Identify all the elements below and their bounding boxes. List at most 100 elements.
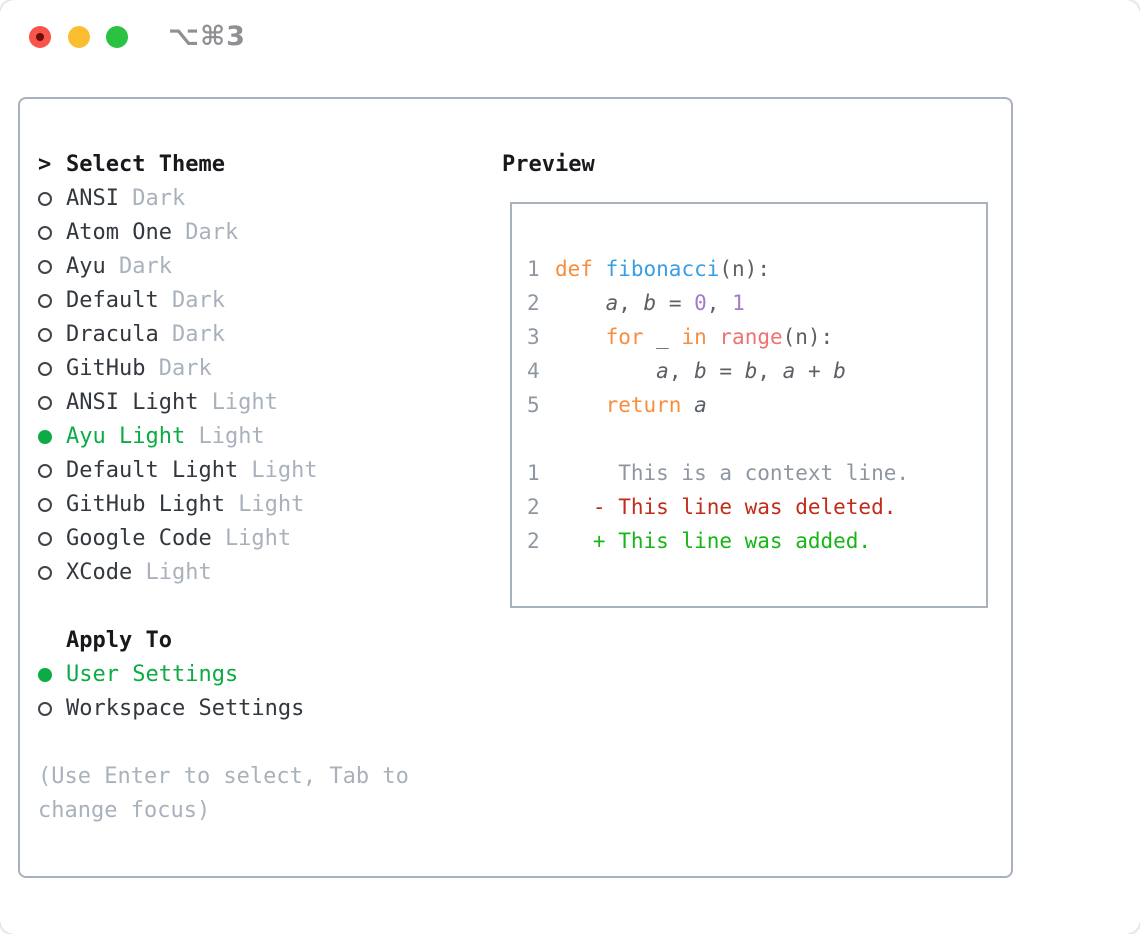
code-segment-var: b <box>643 291 657 315</box>
code-segment-pl <box>707 325 720 349</box>
code-line: 2 a, b = 0, 1 <box>527 286 986 320</box>
radio-gutter <box>38 430 66 444</box>
option-label: User Settings <box>66 662 239 687</box>
code-segment-var: a <box>782 359 796 383</box>
option-label: Workspace Settings <box>66 696 305 721</box>
code-segment-add: + This line was added. <box>555 529 872 553</box>
option-variant: Light <box>198 424 265 449</box>
option-label: ANSI <box>66 186 119 211</box>
theme-option-atom-one[interactable]: Atom One Dark <box>38 216 482 250</box>
spacer <box>38 590 482 624</box>
line-number: 1 <box>527 257 540 281</box>
code-segment-fn: fibonacci <box>605 257 720 281</box>
radio-icon <box>38 192 52 206</box>
select-theme-title: Select Theme <box>66 152 225 177</box>
code-segment-pl: _ <box>643 325 682 349</box>
theme-option-ansi[interactable]: ANSI Dark <box>38 182 482 216</box>
radio-icon <box>38 226 52 240</box>
code-segment-lit: 0 <box>694 291 707 315</box>
window-title: ⌥⌘3 <box>168 21 246 52</box>
code-segment-pl: = <box>706 359 745 383</box>
close-button[interactable] <box>29 26 51 48</box>
radio-icon <box>38 464 52 478</box>
radio-icon <box>38 566 52 580</box>
radio-gutter <box>38 294 66 308</box>
radio-icon <box>38 702 52 716</box>
radio-icon <box>38 260 52 274</box>
option-variant: Dark <box>132 186 186 211</box>
preview-title: Preview <box>502 152 595 177</box>
option-label: Ayu <box>66 254 106 279</box>
code-line: 3 for _ in range(n): <box>527 320 986 354</box>
option-label: Atom One <box>66 220 172 245</box>
code-segment-kw: for <box>605 325 644 349</box>
code-segment-var: a <box>605 291 619 315</box>
theme-option-xcode[interactable]: XCode Light <box>38 556 482 590</box>
option-label: Default <box>66 288 159 313</box>
code-segment-var: b <box>744 359 758 383</box>
code-segment-var: b <box>694 359 707 383</box>
code-segment-ctx: This is a context line. <box>555 461 910 485</box>
code-segment-lit: 1 <box>732 291 745 315</box>
line-number: 1 <box>527 461 540 485</box>
maximize-button[interactable] <box>106 26 128 48</box>
radio-gutter <box>38 532 66 546</box>
option-variant: Dark <box>171 322 225 347</box>
code-segment-var: b <box>833 359 846 383</box>
option-variant: Dark <box>185 220 239 245</box>
code-line: 4 a, b = b, a + b <box>527 354 986 388</box>
titlebar: ⌥⌘3 <box>0 0 1140 97</box>
code-segment-bi: range <box>719 325 783 349</box>
radio-selected-icon <box>38 430 52 444</box>
code-segment-pl <box>555 291 606 315</box>
radio-gutter <box>38 396 66 410</box>
radio-selected-icon <box>38 668 52 682</box>
apply-option-user-settings[interactable]: User Settings <box>38 658 482 692</box>
code-line: 2 + This line was added. <box>527 524 986 558</box>
option-variant: Light <box>211 390 278 415</box>
line-number: 2 <box>527 529 540 553</box>
radio-gutter <box>38 464 66 478</box>
code-segment-var: a <box>656 359 669 383</box>
apply-to-title: Apply To <box>66 628 172 653</box>
code-segment-pl <box>593 257 606 281</box>
code-segment-pl <box>681 393 694 417</box>
radio-gutter <box>38 566 66 580</box>
radio-gutter <box>38 328 66 342</box>
line-number: 5 <box>527 393 540 417</box>
option-label: Google Code <box>66 526 212 551</box>
radio-icon <box>38 362 52 376</box>
minimize-button[interactable] <box>68 26 90 48</box>
code-segment-pl: , <box>668 359 695 383</box>
code-segment-pl: , <box>706 291 733 315</box>
theme-option-github-light[interactable]: GitHub Light Light <box>38 488 482 522</box>
code-segment-pl: = <box>656 291 695 315</box>
code-segment-var: a <box>694 393 707 417</box>
code-segment-pl <box>555 325 606 349</box>
apply-option-workspace-settings[interactable]: Workspace Settings <box>38 692 482 726</box>
option-label: GitHub Light <box>66 492 225 517</box>
radio-icon <box>38 498 52 512</box>
code-line: 1 This is a context line. <box>527 456 986 490</box>
option-label: XCode <box>66 560 133 585</box>
line-number: 2 <box>527 495 540 519</box>
option-variant: Light <box>238 492 305 517</box>
code-segment-pl <box>555 359 656 383</box>
radio-gutter <box>38 668 66 682</box>
radio-gutter <box>38 702 66 716</box>
code-line: 2 - This line was deleted. <box>527 490 986 524</box>
option-variant: Light <box>145 560 212 585</box>
